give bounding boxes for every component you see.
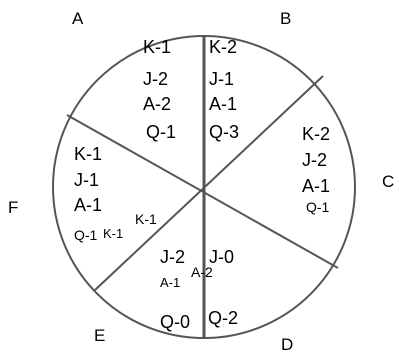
sector-e-j: J-2 xyxy=(160,247,185,267)
label-a: A xyxy=(72,9,84,28)
sector-f-a: A-1 xyxy=(74,195,102,215)
diagonal-divider-2 xyxy=(66,114,339,269)
sector-f-q: Q-1 xyxy=(74,227,98,243)
overlap-k-label-1: K-1 xyxy=(103,226,123,241)
label-b: B xyxy=(280,9,291,28)
label-e: E xyxy=(94,326,105,345)
sector-e-q: Q-0 xyxy=(160,312,190,332)
sector-b-j: J-1 xyxy=(209,69,234,89)
sector-d-j: J-0 xyxy=(209,247,234,267)
label-f: F xyxy=(8,198,18,217)
sector-b-k: K-2 xyxy=(209,37,237,57)
sector-c-j: J-2 xyxy=(302,150,327,170)
sector-c-k: K-2 xyxy=(302,124,330,144)
sector-c-q: Q-1 xyxy=(306,199,330,215)
label-d: D xyxy=(281,335,293,354)
sector-f-j: J-1 xyxy=(74,170,99,190)
label-c: C xyxy=(382,172,394,191)
sector-f-k: K-1 xyxy=(74,144,102,164)
sector-b-a: A-1 xyxy=(209,94,237,114)
sector-d-q: Q-2 xyxy=(208,308,238,328)
sector-a-j: J-2 xyxy=(143,69,168,89)
sector-a-q: Q-1 xyxy=(146,122,176,142)
overlap-k-label-2: K-1 xyxy=(135,211,157,227)
sector-c-a: A-1 xyxy=(302,176,330,196)
sector-a-k: K-1 xyxy=(143,37,171,57)
diagonal-divider-1 xyxy=(94,75,324,291)
sector-a-a: A-2 xyxy=(143,94,171,114)
sector-d-a: A-2 xyxy=(191,264,213,280)
sector-b-q: Q-3 xyxy=(209,122,239,142)
sector-e-a: A-1 xyxy=(160,275,180,290)
